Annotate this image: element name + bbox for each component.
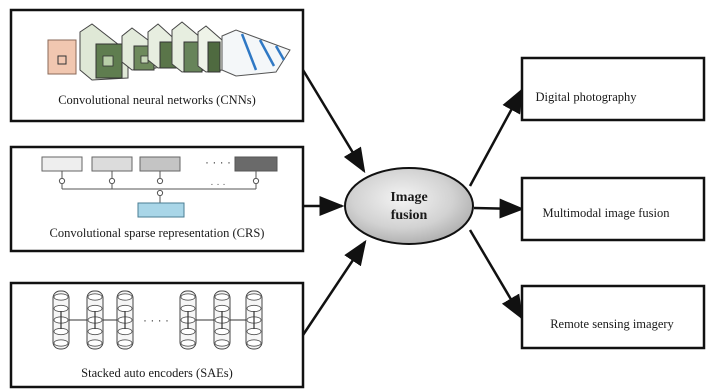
remote-sensing-box: Remote sensing imagery: [520, 284, 706, 350]
sae-encoder-unit: [179, 290, 197, 350]
arrows: [301, 69, 525, 336]
cnn-box: Convolutional neural networks (CNNs): [9, 8, 305, 123]
sae-ellipsis: · · · ·: [143, 313, 169, 327]
multimodal-image-fusion-frame: [520, 176, 706, 242]
cnn-label: Convolutional neural networks (CNNs): [58, 93, 256, 107]
remote-sensing-frame: [520, 284, 706, 350]
arrow-fusion-to-photography: [468, 87, 524, 187]
cnn-input-image: [47, 39, 77, 75]
sae-encoder-unit: [116, 290, 134, 350]
crs-feature-map-1: [41, 156, 83, 172]
arrow-fusion-to-multimodal: [473, 198, 525, 219]
svg-text:· · · ·: · · · ·: [205, 155, 231, 169]
remote-sensing-label: Remote sensing imagery: [550, 317, 674, 331]
digital-photography-box: Digital photography: [520, 56, 706, 122]
arrow-sae-to-fusion: [301, 239, 367, 336]
sae-encoder-unit: [245, 290, 263, 350]
multimodal-image-fusion-label: Multimodal image fusion: [542, 206, 670, 220]
crs-feature-map-2: [91, 156, 133, 172]
cnn-layer-5: [207, 41, 221, 73]
sae-box: · · · · Stacked auto encoders (SAEs): [9, 281, 305, 389]
image-fusion-ellipse: [344, 167, 474, 245]
arrow-fusion-to-remote-sensing: [468, 229, 524, 321]
svg-text:· · ·: · · ·: [210, 179, 226, 190]
sae-encoder-unit: [52, 290, 70, 350]
digital-photography-label: Digital photography: [535, 90, 637, 104]
sae-label: Stacked auto encoders (SAEs): [81, 366, 233, 380]
image-fusion-node: Image fusion: [344, 167, 474, 245]
crs-box: · · · · · · · Convolutional sparse repre…: [9, 145, 305, 253]
sae-encoder-unit: [213, 290, 231, 350]
image-fusion-title-line1: Image: [390, 190, 427, 205]
multimodal-image-fusion-box: Multimodal image fusion: [520, 176, 706, 242]
cnn-architecture-icon: [47, 21, 291, 81]
crs-feature-map-3: [139, 156, 181, 172]
digital-photography-frame: [520, 56, 706, 122]
image-fusion-title-line2: fusion: [391, 208, 428, 223]
sae-encoder-unit: [86, 290, 104, 350]
sae-architecture-icon: · · · ·: [52, 290, 263, 350]
arrow-cnn-to-fusion: [301, 69, 366, 174]
crs-filter-block: [137, 202, 185, 218]
crs-label: Convolutional sparse representation (CRS…: [50, 226, 265, 240]
crs-architecture-icon: · · · · · · ·: [41, 155, 278, 218]
crs-feature-map-n: [234, 156, 278, 172]
